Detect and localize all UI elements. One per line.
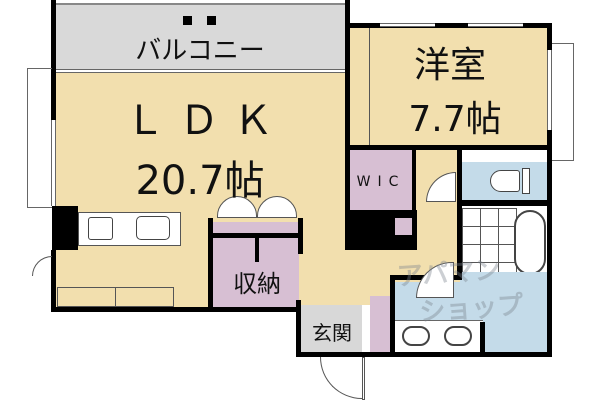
wall-western-top xyxy=(345,23,552,28)
stove-icon xyxy=(88,217,113,240)
ldk-window-left xyxy=(51,120,56,206)
wall-left xyxy=(51,0,56,120)
toilet-icon xyxy=(490,170,520,192)
balcony-drain xyxy=(207,16,216,25)
wall-wic-right xyxy=(412,150,416,210)
entrance-door-leaf[interactable] xyxy=(362,357,365,400)
western-window-right xyxy=(547,50,552,130)
wall-western-right xyxy=(547,23,552,353)
bay-frame-right xyxy=(552,43,574,161)
toilet-tank-icon xyxy=(522,168,530,194)
wall-ldk-storage xyxy=(208,218,213,312)
wall-western-bottom xyxy=(345,145,552,150)
wall-wash-left xyxy=(390,275,395,355)
sink-icon xyxy=(444,326,472,346)
side-door[interactable] xyxy=(32,256,52,276)
sink-icon xyxy=(136,216,170,240)
western-room-size: 7.7帖 xyxy=(408,99,502,140)
storage-post xyxy=(255,238,259,262)
entrance-door[interactable] xyxy=(320,357,362,399)
wall-storage-right xyxy=(298,218,303,254)
entrance-label: 玄関 xyxy=(305,317,359,346)
wall-entrance-left xyxy=(296,300,301,357)
ldk-label: ＬＤＫ xyxy=(125,98,287,144)
bay-frame-left xyxy=(27,68,52,208)
western-room xyxy=(350,28,547,146)
wic-small xyxy=(395,218,412,235)
ldk-size: 20.7帖 xyxy=(135,158,265,204)
sink-icon xyxy=(402,326,430,346)
wic-label: WIC xyxy=(356,174,406,190)
wall-left-lower xyxy=(51,250,56,312)
wall-bottom xyxy=(298,352,552,357)
balcony-label: バルコニー xyxy=(135,36,265,66)
wall-balcony-divider xyxy=(345,0,350,250)
shoe-storage xyxy=(370,296,390,352)
bathroom-floor xyxy=(462,208,517,273)
storage-divider xyxy=(212,233,300,238)
washroom-upper xyxy=(460,272,550,284)
western-window-top xyxy=(380,23,435,27)
kitchen-column xyxy=(52,206,78,250)
wall-toilet-bottom xyxy=(457,200,552,206)
wic-room xyxy=(350,150,412,210)
western-room-closet-line xyxy=(369,28,370,146)
western-room-label: 洋室 xyxy=(413,45,486,86)
balcony-window xyxy=(56,69,345,73)
wall-bottom-ldk xyxy=(51,307,301,312)
storage-label: 収納 xyxy=(233,270,281,298)
bathtub-icon xyxy=(514,210,546,275)
balcony-area xyxy=(55,3,345,70)
balcony-drain xyxy=(183,16,192,25)
wall-toilet-left xyxy=(457,150,462,275)
toilet-sink-area xyxy=(462,150,522,162)
western-window-top xyxy=(468,23,523,27)
cabinet-divider xyxy=(115,287,116,307)
wall-wash-divider xyxy=(480,322,485,352)
